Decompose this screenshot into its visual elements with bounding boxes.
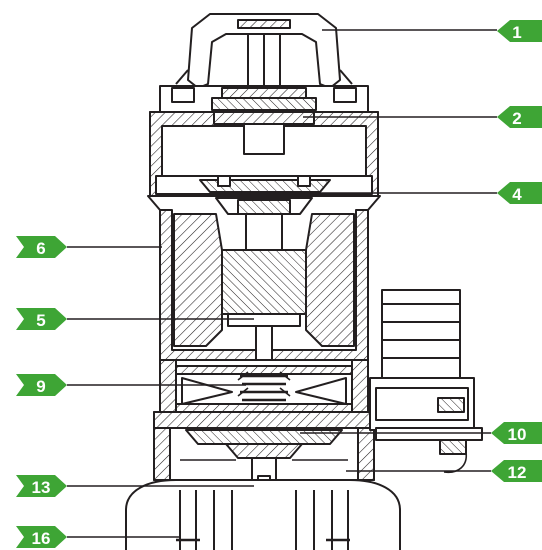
discharge-outlet (369, 289, 483, 474)
callout-4: 4 (497, 182, 542, 204)
pump-drawing (125, 13, 483, 550)
callout-2: 2 (497, 106, 542, 128)
callout-label-9: 9 (36, 377, 45, 396)
leader-lines (67, 29, 497, 538)
callout-label-1: 1 (512, 23, 521, 42)
callout-6: 6 (16, 236, 67, 258)
callout-label-6: 6 (36, 239, 45, 258)
callout-label-2: 2 (512, 109, 521, 128)
callout-label-16: 16 (32, 529, 51, 548)
callout-label-12: 12 (508, 463, 527, 482)
callout-10: 10 (491, 422, 542, 444)
callout-1: 1 (497, 20, 542, 42)
callout-12: 12 (491, 460, 542, 482)
strainer-base (125, 479, 401, 550)
callout-label-5: 5 (36, 311, 45, 330)
callout-5: 5 (16, 308, 67, 330)
impeller-chamber (153, 411, 375, 493)
callout-13: 13 (16, 475, 67, 497)
handle (175, 13, 353, 93)
callout-16: 16 (16, 526, 67, 548)
seal-section (159, 359, 369, 413)
top-cap (149, 85, 379, 197)
callout-9: 9 (16, 374, 67, 396)
callout-label-4: 4 (512, 185, 522, 204)
callout-label-10: 10 (508, 425, 527, 444)
callout-label-13: 13 (32, 478, 51, 497)
